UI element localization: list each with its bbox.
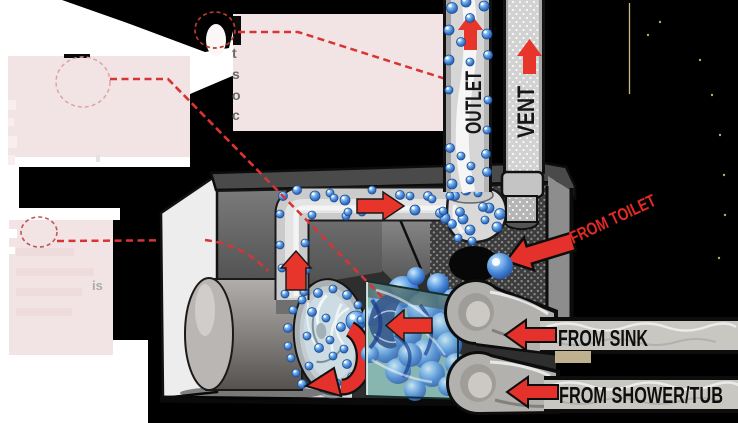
svg-text:t: t bbox=[232, 45, 237, 61]
svg-text:ii: ii bbox=[96, 154, 100, 164]
svg-text:FROM SINK: FROM SINK bbox=[558, 325, 648, 351]
svg-text:is: is bbox=[92, 278, 103, 293]
svg-text:c: c bbox=[232, 107, 240, 123]
svg-text:o: o bbox=[232, 87, 241, 103]
svg-text:VENT: VENT bbox=[513, 86, 540, 138]
svg-text:FROM SHOWER/TUB: FROM SHOWER/TUB bbox=[559, 382, 723, 408]
svg-text:OUTLET: OUTLET bbox=[461, 71, 486, 134]
svg-text:s: s bbox=[232, 66, 240, 82]
